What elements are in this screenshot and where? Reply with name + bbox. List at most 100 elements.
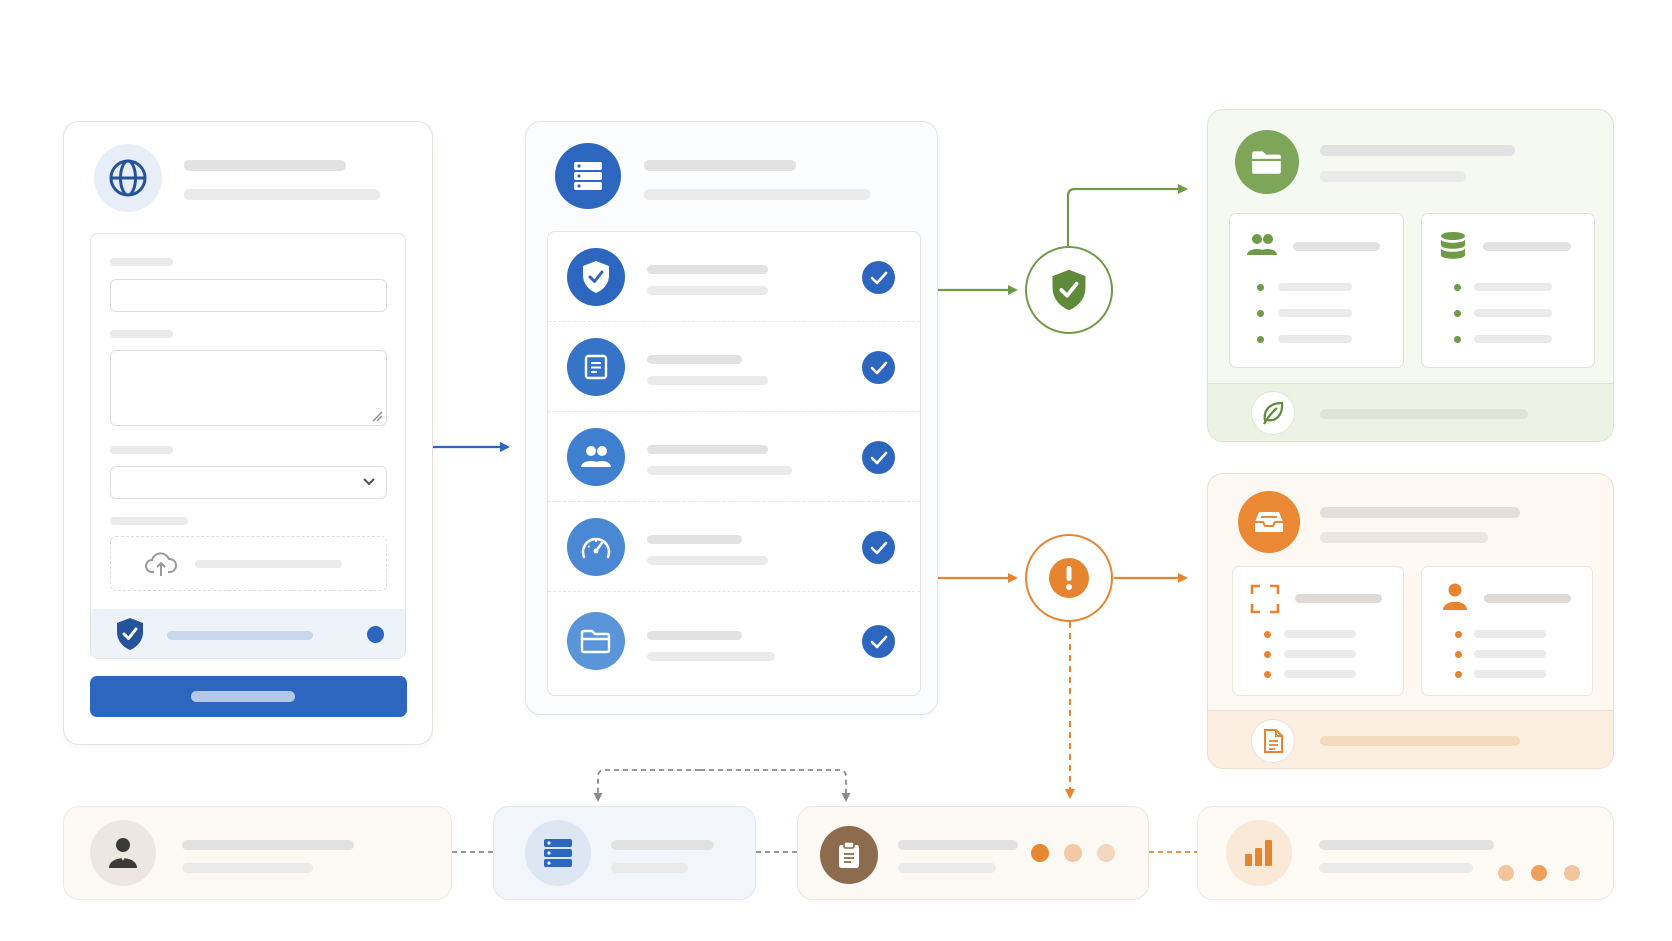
form-card	[63, 121, 433, 745]
footer-text-placeholder	[1320, 409, 1528, 419]
cloud-upload-icon	[145, 552, 177, 576]
list-line-placeholder	[1474, 309, 1552, 317]
scan-frame-icon	[1250, 584, 1280, 614]
item-title-placeholder	[647, 445, 768, 454]
list-line-placeholder	[1284, 670, 1356, 678]
inbox-icon	[1238, 491, 1300, 553]
loop-arrow-right	[700, 769, 851, 802]
warning-panel	[1207, 473, 1614, 769]
list-line-placeholder	[1284, 630, 1356, 638]
approved-gate	[1025, 246, 1113, 334]
title-placeholder	[1319, 840, 1494, 850]
approved-footer	[1208, 383, 1613, 441]
field-label-placeholder	[110, 517, 188, 525]
item-subtitle-placeholder	[647, 556, 768, 565]
upload-text-placeholder	[195, 560, 342, 568]
user-icon	[90, 820, 156, 886]
list-line-placeholder	[1278, 283, 1352, 291]
check-circle-icon	[862, 261, 895, 294]
bullet	[1455, 631, 1462, 638]
title-placeholder	[898, 840, 1018, 850]
progress-dot	[1064, 844, 1082, 862]
item-title-placeholder	[647, 535, 742, 544]
title-placeholder	[182, 840, 354, 850]
item-title-placeholder	[647, 265, 768, 274]
checklist-item[interactable]	[548, 592, 920, 692]
item-title-placeholder	[647, 631, 742, 640]
progress-dot	[1564, 865, 1580, 881]
subpanel-title-placeholder	[1484, 594, 1571, 603]
bottom-card-user	[63, 806, 452, 900]
form-title-placeholder	[184, 160, 346, 171]
speedometer-icon	[567, 518, 625, 576]
list-line-placeholder	[1474, 670, 1546, 678]
check-circle-icon	[862, 441, 895, 474]
checklist-item[interactable]	[548, 412, 920, 502]
list-line-placeholder	[1474, 283, 1552, 291]
form-body	[90, 233, 406, 659]
users-icon	[1247, 234, 1277, 255]
progress-dot	[1531, 865, 1547, 881]
consent-text-placeholder	[167, 631, 313, 640]
bullet	[1454, 336, 1461, 343]
subtitle-placeholder	[611, 863, 688, 873]
document-icon	[1251, 719, 1295, 763]
arrow-approved-to-green-panel	[1066, 184, 1188, 246]
file-upload-dropzone[interactable]	[110, 536, 387, 591]
list-line-placeholder	[1278, 309, 1352, 317]
person-icon	[1443, 583, 1467, 610]
submit-button[interactable]	[90, 676, 407, 717]
field-label-placeholder	[110, 258, 173, 266]
subtitle-placeholder	[898, 863, 996, 873]
text-input[interactable]	[110, 279, 387, 312]
bullet	[1264, 651, 1271, 658]
server-icon	[555, 143, 621, 209]
bullet	[1257, 310, 1264, 317]
status-dot	[367, 626, 384, 643]
field-label-placeholder	[110, 446, 173, 454]
list-line-placeholder	[1474, 650, 1546, 658]
checklist-card	[525, 121, 938, 715]
item-subtitle-placeholder	[647, 376, 768, 385]
shield-check-icon	[1052, 269, 1086, 311]
textarea-input[interactable]	[110, 350, 387, 426]
checklist-subtitle-placeholder	[644, 189, 870, 200]
bullet	[1257, 336, 1264, 343]
panel-subtitle-placeholder	[1320, 171, 1466, 182]
shield-check-icon	[117, 618, 143, 650]
title-placeholder	[611, 840, 714, 850]
warning-footer	[1208, 710, 1613, 768]
warning-subpanel-right	[1421, 566, 1593, 696]
subpanel-title-placeholder	[1483, 242, 1571, 251]
server-icon	[525, 820, 591, 886]
bullet	[1264, 631, 1271, 638]
list-line-placeholder	[1474, 335, 1552, 343]
bullet	[1455, 671, 1462, 678]
field-label-placeholder	[110, 330, 173, 338]
resize-handle-icon[interactable]	[371, 410, 383, 422]
list-line-placeholder	[1284, 650, 1356, 658]
approved-subpanel-left	[1229, 213, 1404, 368]
checklist-item[interactable]	[548, 232, 920, 322]
checklist-item[interactable]	[548, 322, 920, 412]
footer-text-placeholder	[1320, 736, 1520, 746]
bottom-card-clipboard	[797, 806, 1149, 900]
bullet	[1454, 310, 1461, 317]
chevron-down-icon	[363, 478, 375, 486]
security-consent-row	[91, 609, 405, 658]
approved-subpanel-right	[1421, 213, 1595, 368]
document-icon	[567, 338, 625, 396]
progress-dot	[1097, 844, 1115, 862]
list-line-placeholder	[1278, 335, 1352, 343]
dropdown-select[interactable]	[110, 466, 387, 499]
check-circle-icon	[862, 625, 895, 658]
progress-dot	[1031, 844, 1049, 862]
item-title-placeholder	[647, 355, 742, 364]
users-icon	[567, 428, 625, 486]
bullet	[1454, 284, 1461, 291]
bottom-card-chart	[1197, 806, 1614, 900]
subtitle-placeholder	[1319, 863, 1473, 873]
globe-icon	[94, 144, 162, 212]
list-line-placeholder	[1474, 630, 1546, 638]
checklist-item[interactable]	[548, 502, 920, 592]
